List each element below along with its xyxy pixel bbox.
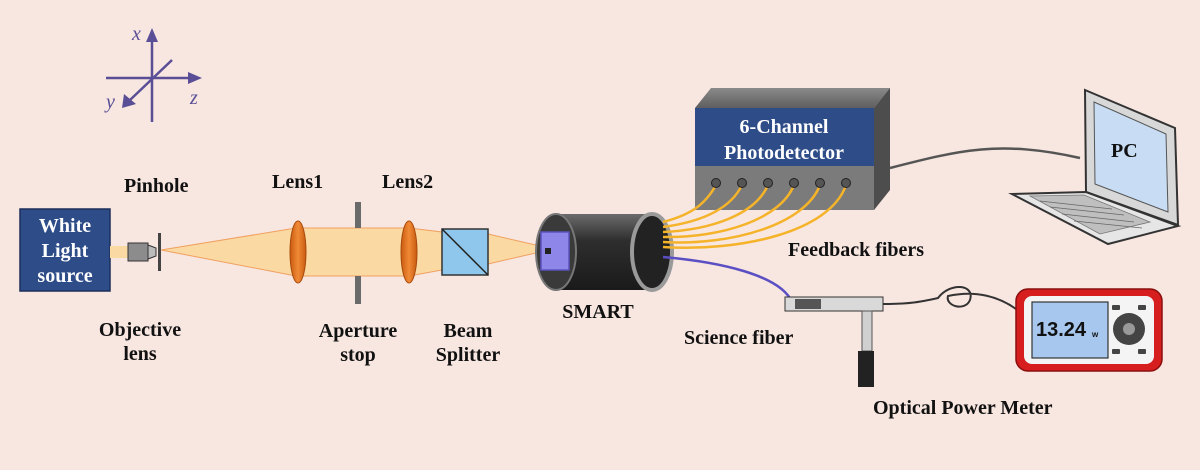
- fiber-connector-assembly: [784, 296, 884, 387]
- y-axis-line: [129, 59, 173, 101]
- science-fiber-label: Science fiber: [684, 327, 794, 349]
- smart-label: SMART: [562, 301, 634, 323]
- z-axis-label: z: [189, 87, 198, 109]
- objective-label-line1: Objective: [99, 319, 181, 341]
- photodetector-ports: [711, 178, 851, 188]
- diverging-beam: [160, 227, 297, 277]
- y-axis-arrow: [122, 94, 136, 108]
- optical-power-meter-device: [1015, 288, 1163, 372]
- x-axis-arrow: [146, 28, 158, 42]
- white-light-source-box: [19, 208, 111, 292]
- lens1-label: Lens1: [272, 171, 323, 193]
- pc-cable: [889, 147, 1081, 170]
- source-beam: [110, 246, 130, 258]
- pc-label: PC: [1111, 140, 1138, 162]
- aperture-label-line1: Aperture: [319, 320, 398, 342]
- y-axis-label: y: [104, 91, 115, 113]
- z-axis-arrow: [188, 72, 202, 84]
- source-label-line1: White: [39, 215, 91, 237]
- lens1: [289, 220, 307, 284]
- pinhole: [158, 233, 161, 271]
- objective-lens: [127, 242, 157, 262]
- feedback-fibers-label: Feedback fibers: [788, 239, 924, 261]
- aperture-label-line2: stop: [340, 344, 376, 366]
- power-meter-reading: 13.24: [1036, 319, 1087, 341]
- science-fiber: [662, 255, 794, 303]
- beam-splitter-label-line2: Splitter: [436, 344, 501, 366]
- aperture-stop-top: [355, 202, 361, 228]
- source-label-line3: source: [37, 265, 92, 287]
- converging-beam-b: [487, 233, 541, 265]
- objective-label-line2: lens: [123, 343, 157, 365]
- aperture-stop-bottom: [355, 276, 361, 304]
- coordinate-axes: [106, 28, 202, 122]
- power-meter-unit: w: [1091, 330, 1099, 339]
- collimated-beam: [295, 227, 410, 277]
- optical-power-meter-label: Optical Power Meter: [873, 397, 1053, 419]
- feedback-fibers: [662, 184, 848, 249]
- photodetector-label-line1: 6-Channel: [740, 116, 829, 138]
- smart-device: [535, 212, 674, 292]
- beam-splitter-label-line1: Beam: [444, 320, 493, 342]
- photodetector-label-line2: Photodetector: [724, 142, 844, 164]
- pinhole-label: Pinhole: [124, 175, 189, 197]
- source-label-line2: Light: [42, 240, 89, 262]
- lens2-label: Lens2: [382, 171, 433, 193]
- power-meter-cable: [882, 286, 1021, 313]
- beam-splitter: [441, 228, 489, 276]
- lens2: [400, 220, 418, 284]
- x-axis-label: x: [131, 23, 141, 45]
- laptop-pc: [1008, 88, 1182, 246]
